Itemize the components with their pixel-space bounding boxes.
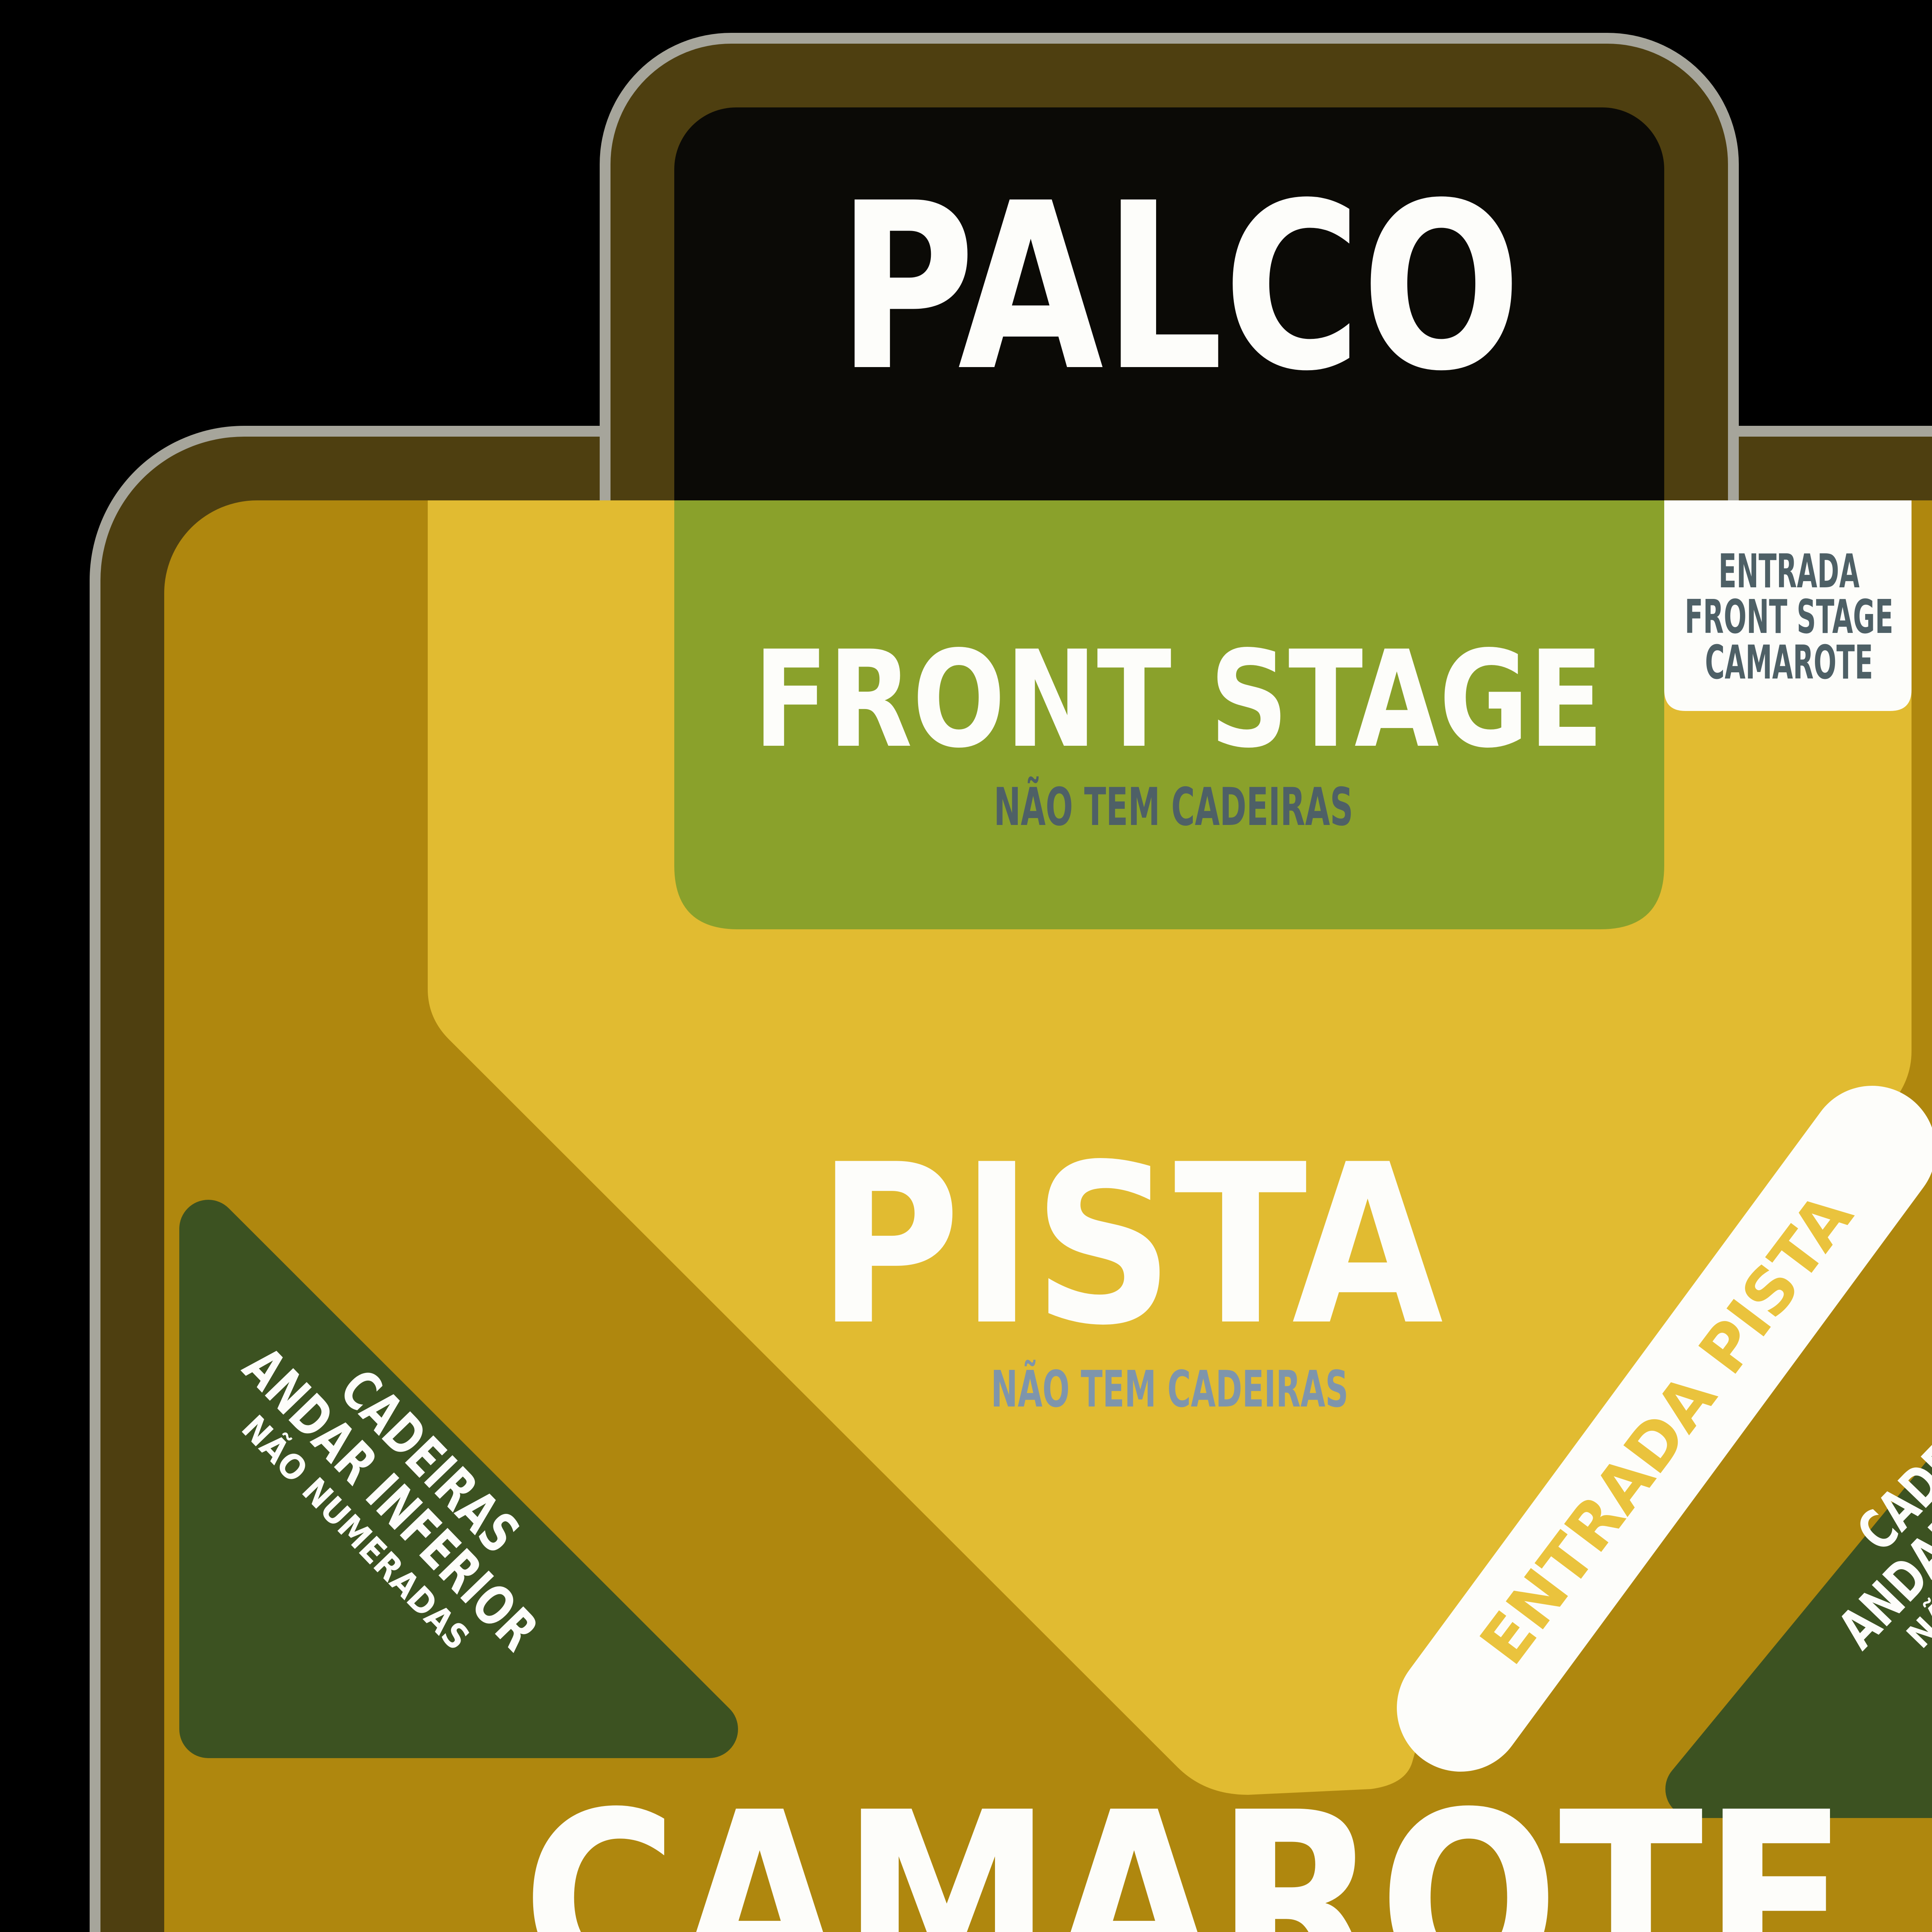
stage-panel <box>674 107 1664 500</box>
stage-border <box>611 44 1728 500</box>
entrada-pista-stripe <box>1397 1086 1932 1772</box>
entrada-box-line2: FRONT STAGE <box>1685 590 1893 644</box>
camarote-title: CAMAROTE <box>522 1760 1848 1932</box>
front-stage-title: FRONT STAGE <box>753 622 1604 777</box>
front-stage-note: NÃO TEM CADEIRAS <box>994 776 1353 837</box>
seating-right-lower-zone <box>1665 1454 1932 1818</box>
front-stage-zone <box>674 500 1664 929</box>
seating-left-zone <box>179 1200 738 1758</box>
pista-note: NÃO TEM CADEIRAS <box>991 1360 1349 1418</box>
stage-label: PALCO <box>837 154 1521 422</box>
stage-outline <box>600 33 1739 500</box>
entrada-box-line3: CAMAROTE <box>1705 636 1873 690</box>
entrada-front-stage-camarote-label: ENTRADA FRONT STAGE CAMAROTE <box>1685 545 1893 690</box>
entrada-box-line1: ENTRADA <box>1719 545 1860 599</box>
entrada-front-stage-camarote-box <box>1664 500 1912 711</box>
pista-title: PISTA <box>817 1117 1445 1374</box>
